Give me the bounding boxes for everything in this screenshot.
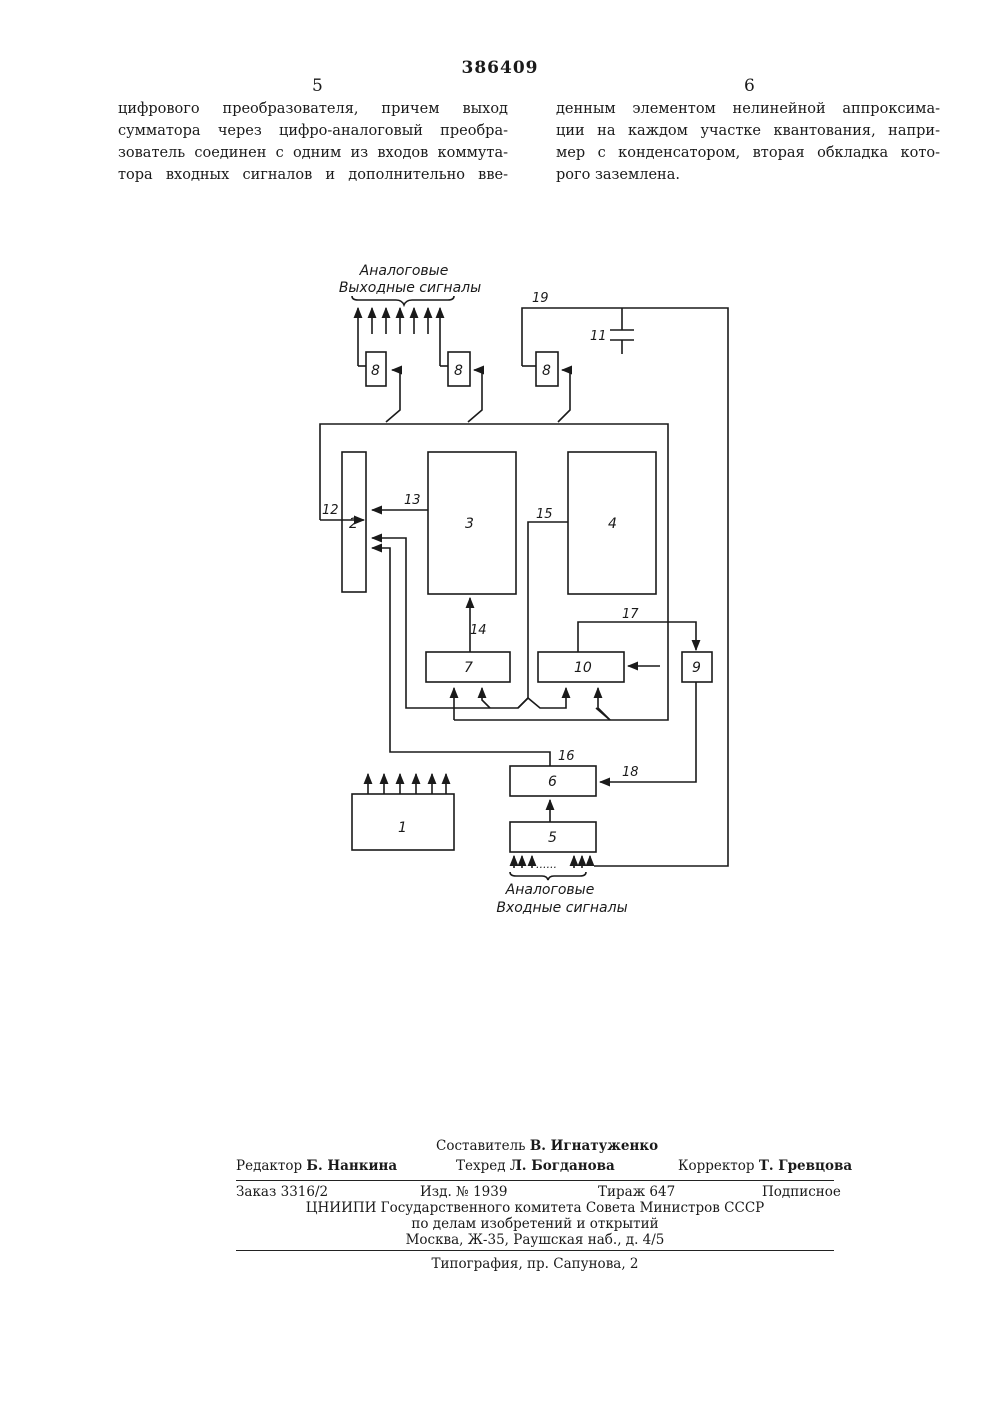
wire-17-label: 17 [622, 607, 639, 622]
block-1-label: 1 [398, 820, 407, 836]
wire-18 [600, 682, 696, 782]
corrector-name: Т. Гревцова [759, 1158, 852, 1174]
block-7-label: 7 [464, 660, 473, 676]
block-8-label: 8 [454, 363, 463, 379]
edition-number: Изд. № 1939 [420, 1184, 507, 1200]
composer-line: Составитель В. Игнатуженко [436, 1138, 658, 1154]
corrector-line: Корректор Т. Гревцова [678, 1158, 852, 1174]
wire-15-label: 15 [536, 507, 553, 522]
input-label-line1: Аналоговые [505, 882, 595, 898]
block-4-label: 4 [608, 516, 617, 532]
bus-frame [320, 424, 668, 720]
circulation: Тираж 647 [598, 1184, 675, 1200]
wire-17 [578, 622, 696, 652]
block-5-label: 5 [548, 830, 557, 846]
wire-18-label: 18 [622, 765, 639, 780]
editor-line: Редактор Б. Нанкина [236, 1158, 397, 1174]
imprint-rule-bottom [236, 1250, 834, 1251]
block-3-label: 3 [465, 516, 474, 532]
wire-13-label: 13 [404, 493, 421, 508]
block-8-label: 8 [371, 363, 380, 379]
output-label-line1: Аналоговые [359, 263, 449, 279]
wire-14-label: 14 [470, 623, 487, 638]
order-number: Заказ 3316/2 [236, 1184, 328, 1200]
composer-name: В. Игнатуженко [530, 1138, 658, 1154]
block-diagram: Аналоговые Выходные сигналы 8 8 8 19 11 … [0, 0, 1000, 960]
input-brace [510, 872, 586, 880]
corrector-label: Корректор [678, 1158, 755, 1174]
institute-line: ЦНИИПИ Государственного комитета Совета … [0, 1200, 1000, 1216]
techred-line: Техред Л. Богданова [456, 1158, 615, 1174]
affairs-line: по делам изобретений и открытий [0, 1216, 1000, 1232]
editor-name: Б. Нанкина [306, 1158, 397, 1174]
block-11-label: 11 [590, 329, 607, 344]
block-2-label: 2 [349, 516, 358, 532]
block-8-label: 8 [542, 363, 551, 379]
editor-label: Редактор [236, 1158, 302, 1174]
wire-19-label: 19 [532, 291, 549, 306]
block-9-label: 9 [692, 660, 701, 676]
wire-16 [372, 548, 550, 766]
output-label-line2: Выходные сигналы [339, 280, 481, 296]
composer-label: Составитель [436, 1138, 526, 1154]
subscription-note: Подписное [762, 1184, 841, 1200]
block-6-label: 6 [548, 774, 557, 790]
input-label-line2: Входные сигналы [496, 900, 627, 916]
printer-line: Типография, пр. Сапунова, 2 [0, 1256, 1000, 1272]
techred-label: Техред [456, 1158, 506, 1174]
wire-16-label: 16 [558, 749, 575, 764]
wire-12-label: 12 [322, 503, 339, 518]
imprint-rule-top [236, 1180, 834, 1181]
block-10-label: 10 [574, 660, 592, 676]
address-line: Москва, Ж-35, Раушская наб., д. 4/5 [0, 1232, 1000, 1248]
output-brace [352, 296, 454, 305]
input-dots: ...... [536, 858, 557, 871]
techred-name: Л. Богданова [510, 1158, 615, 1174]
